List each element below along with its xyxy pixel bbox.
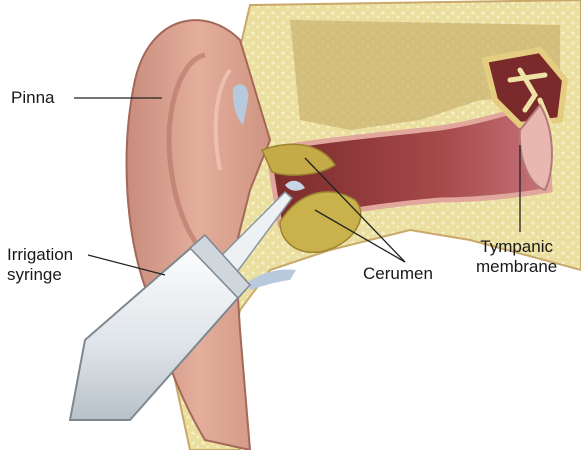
cerumen-label: Cerumen <box>363 264 433 284</box>
pinna-label: Pinna <box>11 88 54 108</box>
tympanic-membrane-label: Tympanic membrane <box>476 237 557 277</box>
irrigation-syringe-label: Irrigation syringe <box>7 245 73 285</box>
